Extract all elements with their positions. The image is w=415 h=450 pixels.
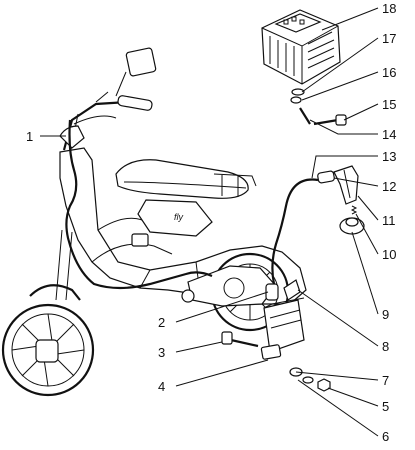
leader-9 xyxy=(351,231,379,315)
leader-lines xyxy=(40,7,379,437)
washer-top xyxy=(291,88,305,96)
leader-11 xyxy=(357,195,379,221)
callout-3: 3 xyxy=(158,345,165,360)
mirror-stem xyxy=(115,71,127,97)
callout-6: 6 xyxy=(382,429,389,444)
hv-lead-assembly xyxy=(265,165,365,301)
callout-18: 18 xyxy=(382,1,396,16)
scooter-seat xyxy=(115,159,249,199)
spark-plug-cap xyxy=(333,165,359,205)
coil-bracket xyxy=(260,344,282,360)
leader-14 xyxy=(309,119,378,135)
suppressor-cap xyxy=(265,283,279,301)
front-hub xyxy=(35,339,59,363)
leader-15 xyxy=(343,103,379,121)
callout-8: 8 xyxy=(382,339,389,354)
callout-13: 13 xyxy=(382,149,396,164)
callout-9: 9 xyxy=(382,307,389,322)
leader-2 xyxy=(175,291,269,323)
ignition-coil-assembly xyxy=(221,297,331,392)
callout-labels: 1 2 3 4 5 6 7 8 9 10 11 12 13 14 15 16 1… xyxy=(26,1,396,444)
leader-12 xyxy=(333,177,379,187)
leader-10 xyxy=(355,213,379,255)
rear-rack xyxy=(213,173,257,197)
voltage-regulator-assembly xyxy=(261,9,347,126)
callout-16: 16 xyxy=(382,65,396,80)
front-mudguard xyxy=(29,284,81,301)
leader-7 xyxy=(295,371,379,381)
mirror xyxy=(125,47,157,77)
wiring-harness xyxy=(65,119,213,290)
connector xyxy=(317,170,335,184)
callout-11: 11 xyxy=(382,213,396,228)
scooter-badge-text: fly xyxy=(174,212,184,222)
leader-4 xyxy=(175,359,269,387)
front-wheel xyxy=(1,303,95,397)
callout-15: 15 xyxy=(382,97,396,112)
washer xyxy=(302,376,314,384)
kick-pedal xyxy=(181,289,195,303)
front-fork xyxy=(55,229,73,301)
right-grip xyxy=(117,95,153,111)
nut xyxy=(317,378,331,392)
callout-7: 7 xyxy=(382,373,389,388)
leader-18 xyxy=(321,7,379,31)
callout-14: 14 xyxy=(382,127,396,142)
callout-10: 10 xyxy=(382,247,396,262)
ignition-coil xyxy=(263,299,305,353)
scooter-illustration: fly xyxy=(1,47,307,397)
leader-17 xyxy=(301,37,379,93)
callout-1: 1 xyxy=(26,129,33,144)
screw-top xyxy=(313,118,339,126)
callout-12: 12 xyxy=(382,179,396,194)
leader-5 xyxy=(327,387,379,407)
leader-6 xyxy=(297,379,379,437)
leader-8 xyxy=(297,289,379,347)
callout-2: 2 xyxy=(158,315,165,330)
side-panel xyxy=(137,199,213,237)
voltage-regulator xyxy=(261,9,341,85)
leader-16 xyxy=(301,71,379,101)
screw-hex xyxy=(299,107,311,125)
headlight xyxy=(59,125,85,149)
lock-washer xyxy=(290,96,302,104)
hv-lead xyxy=(271,178,319,285)
callout-17: 17 xyxy=(382,31,396,46)
leader-3 xyxy=(175,341,223,353)
scooter-emblem xyxy=(131,233,149,247)
callout-4: 4 xyxy=(158,379,165,394)
leader-13 xyxy=(311,155,378,179)
callout-5: 5 xyxy=(382,399,389,414)
